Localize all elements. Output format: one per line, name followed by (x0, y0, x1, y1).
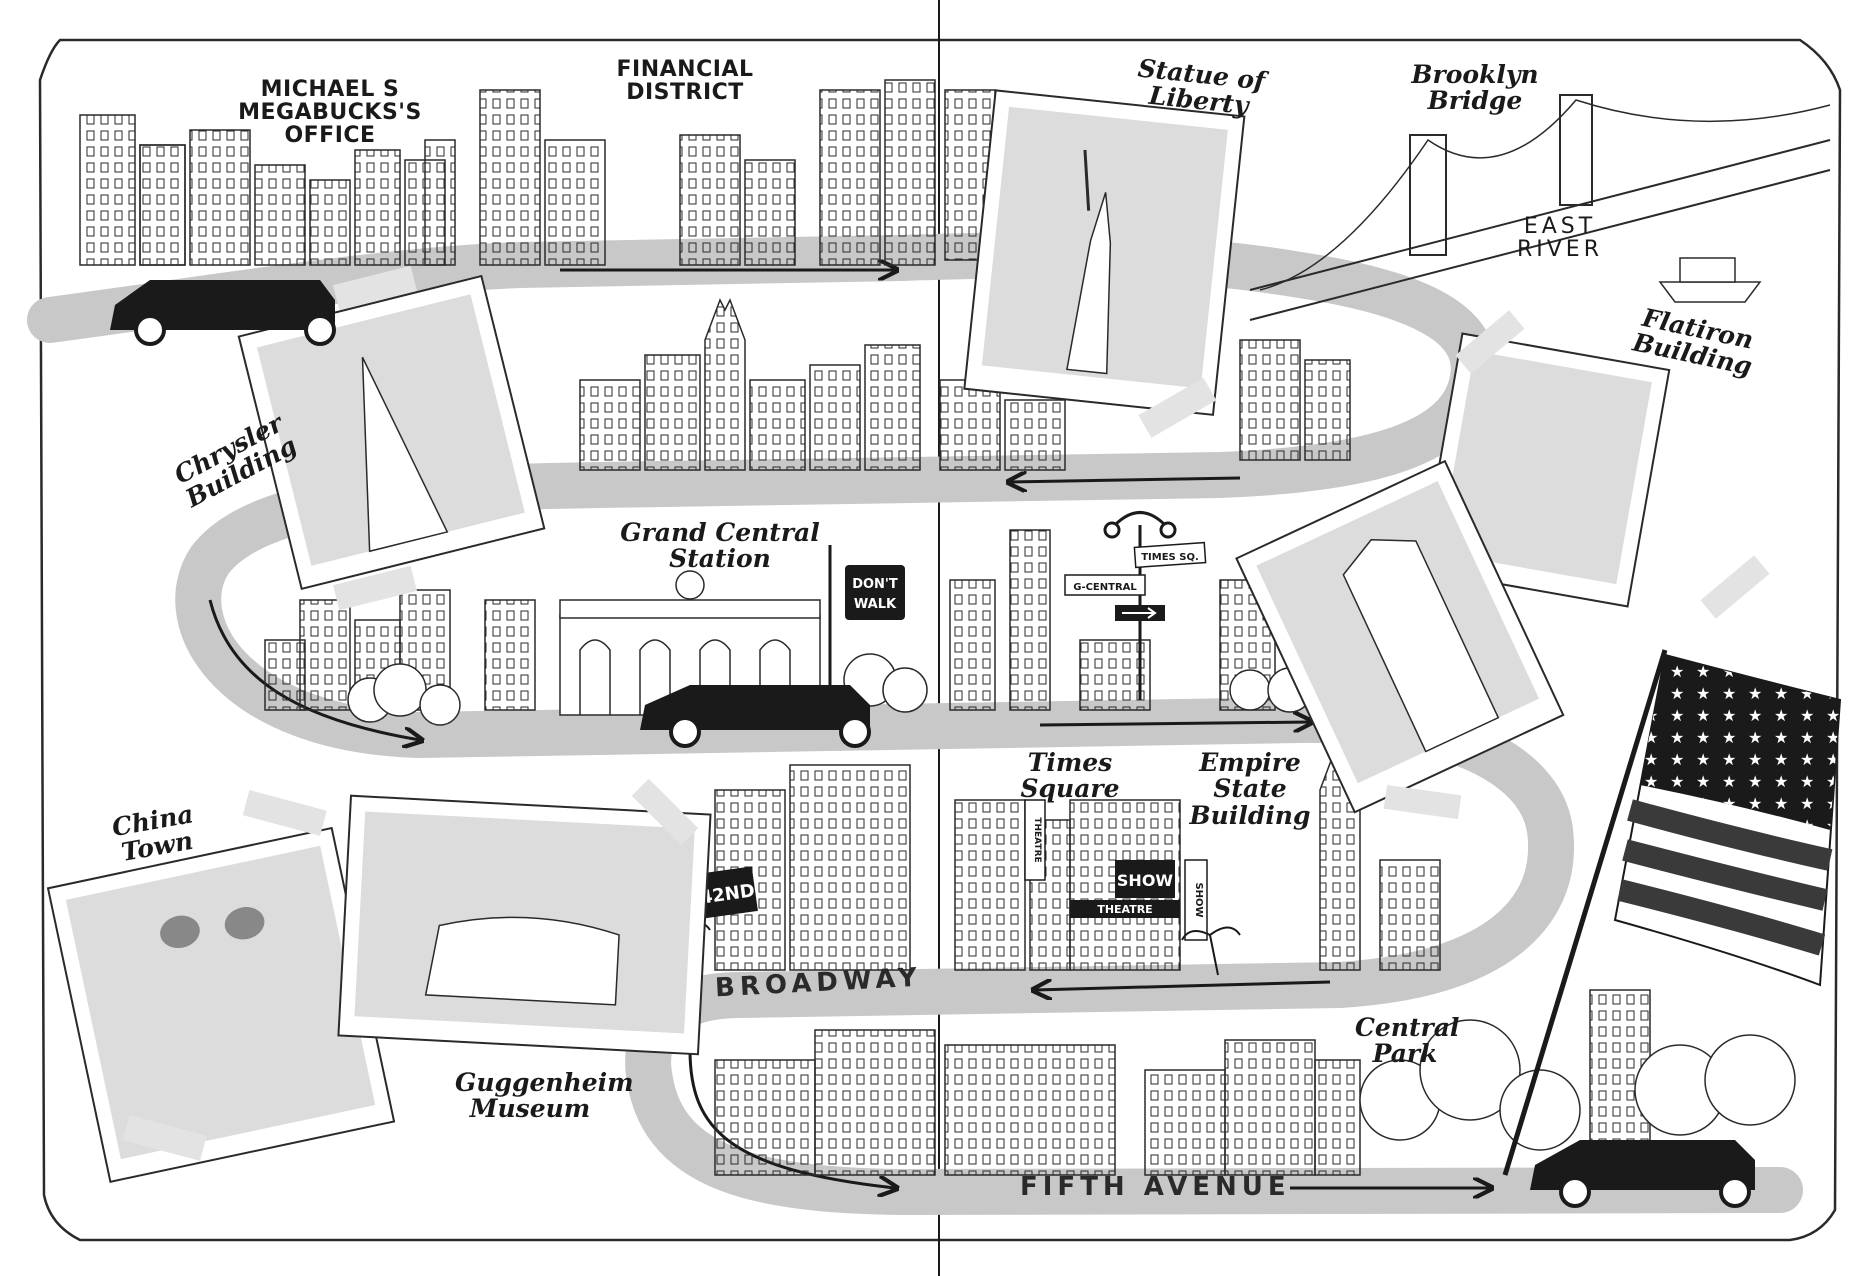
limousine-icon (110, 280, 336, 346)
dont-walk-text-1: DON'T (852, 577, 898, 592)
tape (1700, 555, 1770, 619)
theatre-sign-text: THEATRE (1097, 903, 1152, 916)
dont-walk-sign: DON'T WALK (828, 545, 905, 715)
skyline-row-three (264, 529, 1276, 711)
sign-42nd: 42ND (697, 866, 758, 919)
road-label-fifth-avenue: FIFTH AVENUE (1020, 1172, 1291, 1202)
theatre-vertical-text: THEATRE (1032, 817, 1042, 862)
show-sign: SHOW THEATRE SHOW THEATRE (1024, 799, 1208, 941)
brooklyn-bridge (1249, 94, 1831, 321)
limousine-icon (640, 685, 871, 748)
map-frame (38, 38, 1842, 1242)
times-sq-sign: TIMES SQ. (1141, 552, 1199, 563)
label-east-river: EAST RIVER (1516, 214, 1603, 263)
american-flag-icon (1502, 649, 1842, 1176)
tape (1138, 377, 1217, 438)
photo-china-town (46, 826, 396, 1183)
show-sign-text: SHOW (1117, 871, 1174, 890)
photo-statue-of-liberty (963, 89, 1246, 416)
tape (333, 565, 417, 611)
dont-walk-text-2: WALK (854, 597, 897, 612)
photo-flatiron (1419, 332, 1671, 608)
tape (122, 1115, 207, 1161)
lantern-icon (224, 907, 265, 940)
skyline-row-two (579, 298, 1351, 471)
times-square-block (714, 747, 1441, 971)
skyline-top-left (79, 79, 936, 266)
tape (333, 265, 417, 311)
photo-empire-state (1235, 459, 1565, 814)
photo-guggenheim (337, 794, 712, 1056)
lantern-icon (160, 915, 200, 949)
label-grand-central-station: Grand Central Station (620, 518, 820, 574)
g-central-sign: G-CENTRAL (1073, 582, 1137, 593)
street-signs: TIMES SQ. G-CENTRAL (1064, 541, 1207, 621)
tape (242, 790, 327, 836)
label-empire-state-building: Empire State Building (1189, 748, 1311, 830)
photo-chrysler (237, 274, 546, 591)
label-guggenheim-museum: Guggenheim Museum (455, 1068, 634, 1124)
label-financial-district: FINANCIAL DISTRICT (616, 57, 754, 106)
limousine-icon (1530, 1140, 1755, 1208)
show-vertical-text: SHOW (1193, 882, 1204, 917)
label-times-square: Times Square (1020, 748, 1120, 804)
tape (631, 778, 699, 846)
label-central-park: Central Park (1355, 1013, 1460, 1069)
tape (1455, 310, 1525, 374)
central-park-trees (1359, 1019, 1796, 1151)
ferry-boat-icon (1658, 257, 1762, 303)
tape (1383, 784, 1462, 820)
label-brooklyn-bridge: Brooklyn Bridge (1411, 60, 1539, 116)
label-megabucks-office: MICHAEL S MEGABUCKS'S OFFICE (238, 77, 422, 149)
trees-row-three (347, 653, 1313, 726)
